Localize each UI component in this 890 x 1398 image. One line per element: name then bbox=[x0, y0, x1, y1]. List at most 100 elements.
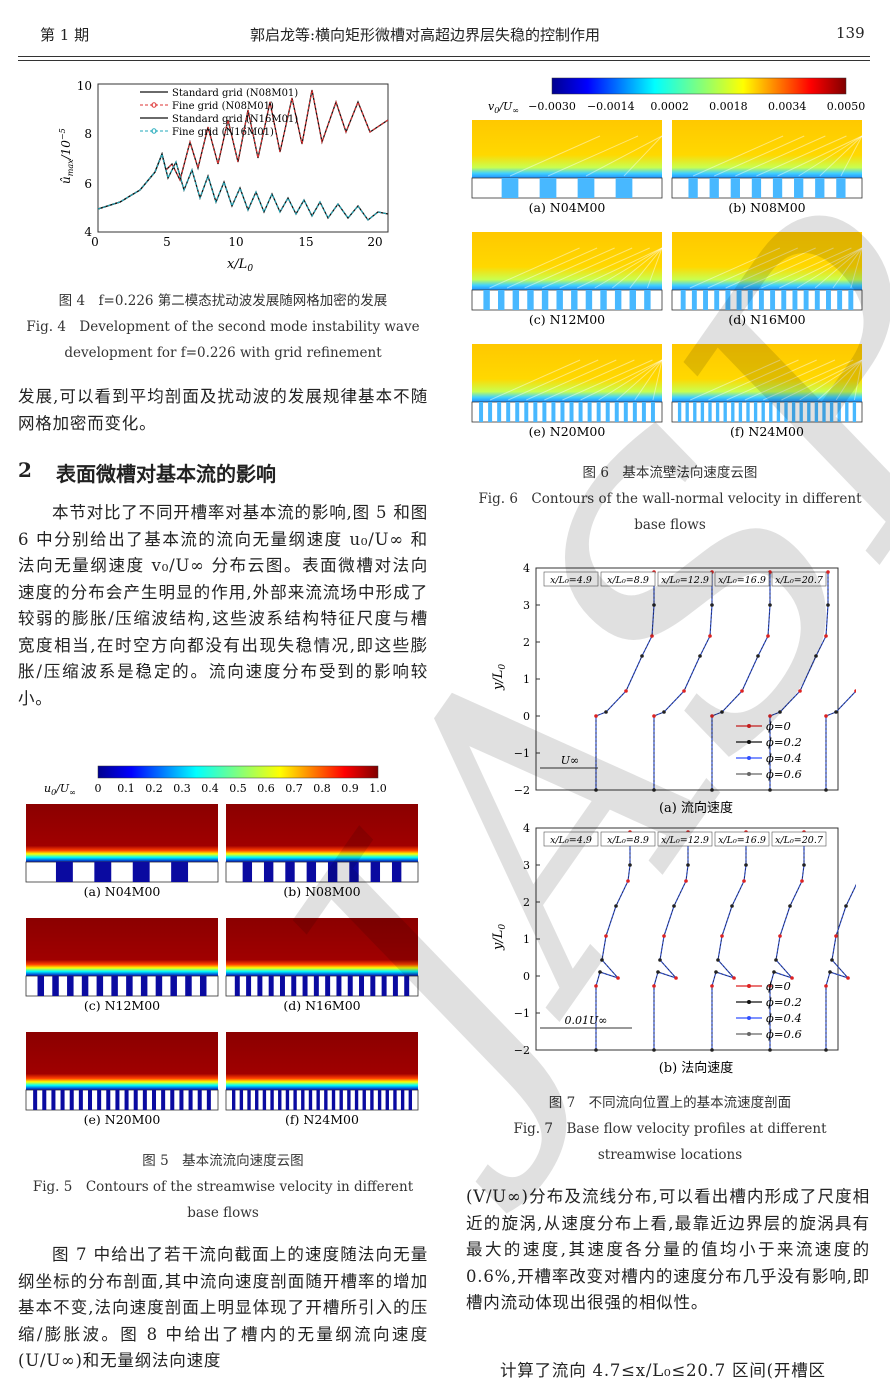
fig5-colorbar-tick: 0.6 bbox=[257, 782, 275, 795]
fig6-groove bbox=[703, 290, 708, 310]
fig5-groove bbox=[381, 976, 387, 996]
fig5-groove bbox=[242, 862, 253, 882]
fig6-groove bbox=[715, 402, 720, 422]
fig4-ytick: 6 bbox=[84, 177, 92, 191]
fig6-groove bbox=[709, 178, 719, 198]
section-title: 表面微槽对基本流的影响 bbox=[56, 462, 276, 486]
fig4-ytick: 4 bbox=[84, 225, 92, 239]
fig5-groove bbox=[37, 976, 45, 996]
fig5-groove bbox=[231, 1090, 236, 1110]
paragraph-1: 发展,可以看到平均剖面及扰动波的发展规律基本不随网格加密而变化。 bbox=[18, 387, 428, 433]
fig5-groove bbox=[239, 1090, 244, 1110]
fig6-groove bbox=[852, 402, 857, 422]
fig6-groove bbox=[501, 178, 519, 198]
fig6-panel: (c) N12M00 bbox=[471, 232, 663, 327]
fig6-groove bbox=[596, 402, 601, 422]
section-number: 2 bbox=[18, 458, 32, 482]
fig6-groove bbox=[515, 402, 520, 422]
fig5-groove bbox=[111, 976, 118, 996]
fig6-groove bbox=[772, 178, 783, 198]
fig6-colorbar-tick: 0.0050 bbox=[827, 100, 866, 113]
fig6-groove bbox=[533, 402, 538, 422]
paragraph-3: 图 7 中给出了若干流向截面上的速度随法向无量纲坐标的分布剖面,其中流向速度剖面… bbox=[18, 1245, 428, 1370]
fig4-xlabel: x/L0 bbox=[227, 257, 253, 274]
fig6-groove bbox=[680, 290, 686, 310]
fig6-panel: (f) N24M00 bbox=[671, 344, 863, 439]
fig7-station-label: x/L₀=16.9 bbox=[718, 575, 766, 586]
fig6-groove bbox=[814, 402, 819, 422]
fig6-groove bbox=[632, 402, 637, 422]
fig6-caption-en-2: base flows bbox=[634, 517, 706, 533]
fig6-groove bbox=[803, 290, 809, 310]
fig5-groove bbox=[339, 1090, 343, 1110]
fig6-groove bbox=[644, 290, 651, 310]
fig6-panel: (e) N20M00 bbox=[471, 344, 663, 439]
fig5-groove bbox=[257, 976, 263, 996]
fig5-groove bbox=[278, 1090, 282, 1110]
fig6-groove bbox=[794, 178, 804, 198]
fig6-groove bbox=[769, 402, 773, 422]
fig5-colorbar-tick: 0.7 bbox=[285, 782, 303, 795]
fig7-ytick: 1 bbox=[523, 933, 530, 946]
fig5-groove bbox=[206, 1090, 211, 1110]
fig6-groove bbox=[814, 290, 820, 310]
fig6-groove bbox=[688, 178, 698, 198]
fig5-groove bbox=[151, 1090, 157, 1110]
fig6-groove bbox=[837, 290, 843, 310]
fig5-groove bbox=[327, 862, 338, 882]
fig6-groove bbox=[600, 290, 607, 310]
fig7-station-label: x/L₀=4.9 bbox=[550, 575, 592, 586]
fig5-groove bbox=[132, 862, 150, 882]
fig5-groove bbox=[302, 976, 308, 996]
fig7-caption-en-2: streamwise locations bbox=[597, 1147, 743, 1163]
fig5-groove bbox=[142, 1090, 147, 1110]
fig6-groove bbox=[539, 178, 557, 198]
fig7-legend-item: ϕ=0.6 bbox=[766, 1027, 802, 1041]
fig7-ytick: −2 bbox=[514, 1044, 530, 1057]
fig5-groove bbox=[385, 1090, 389, 1110]
fig4-xtick: 5 bbox=[163, 235, 171, 249]
fig6-groove bbox=[497, 402, 502, 422]
fig7b-ylabel: y/L0 bbox=[491, 924, 508, 951]
fig6-colorbar-tick: −0.0030 bbox=[528, 100, 576, 113]
fig6-groove bbox=[551, 402, 556, 422]
fig7-station-label: x/L₀=4.9 bbox=[550, 835, 592, 846]
fig5-colorbar-tick: 0 bbox=[95, 782, 102, 795]
fig6-colorbar-label: v0/U∞ bbox=[488, 100, 519, 115]
fig6-groove bbox=[569, 402, 574, 422]
fig7-legend-item: ϕ=0.2 bbox=[766, 995, 802, 1009]
fig6-groove bbox=[483, 290, 490, 310]
fig5-groove bbox=[96, 976, 104, 996]
fig6-groove bbox=[826, 290, 831, 310]
fig5-groove bbox=[270, 1090, 274, 1110]
fig5-groove bbox=[52, 976, 59, 996]
fig6-groove bbox=[560, 402, 565, 422]
fig7-sub-b: (b) 法向速度 bbox=[659, 1060, 734, 1076]
fig5-groove bbox=[354, 1090, 359, 1110]
fig7-ytick: 3 bbox=[523, 599, 530, 612]
fig5-groove bbox=[115, 1090, 120, 1110]
fig7-station-label: x/L₀=20.7 bbox=[775, 575, 824, 586]
fig7-station-label: x/L₀=12.9 bbox=[661, 835, 709, 846]
fig7-ytick: 0 bbox=[523, 970, 530, 983]
fig7-legend-item: ϕ=0.6 bbox=[766, 767, 802, 781]
fig4-xtick: 10 bbox=[228, 235, 243, 249]
fig5-colorbar-tick: 0.4 bbox=[201, 782, 219, 795]
fig6-groove bbox=[723, 402, 727, 422]
fig5-groove bbox=[247, 1090, 251, 1110]
fig6-groove bbox=[614, 290, 622, 310]
fig5-groove bbox=[161, 1090, 166, 1110]
fig6-groove bbox=[641, 402, 646, 422]
fig5-groove bbox=[301, 1090, 305, 1110]
header-rule bbox=[18, 56, 870, 57]
fig5-colorbar-tick: 0.3 bbox=[173, 782, 191, 795]
fig6-groove bbox=[848, 290, 854, 310]
fig5-groove bbox=[179, 1090, 184, 1110]
fig6-groove bbox=[488, 402, 493, 422]
fig6-panel-label: (d) N16M00 bbox=[728, 312, 805, 327]
fig6-groove bbox=[605, 402, 610, 422]
fig5-groove bbox=[140, 976, 148, 996]
fig6-groove bbox=[524, 402, 529, 422]
